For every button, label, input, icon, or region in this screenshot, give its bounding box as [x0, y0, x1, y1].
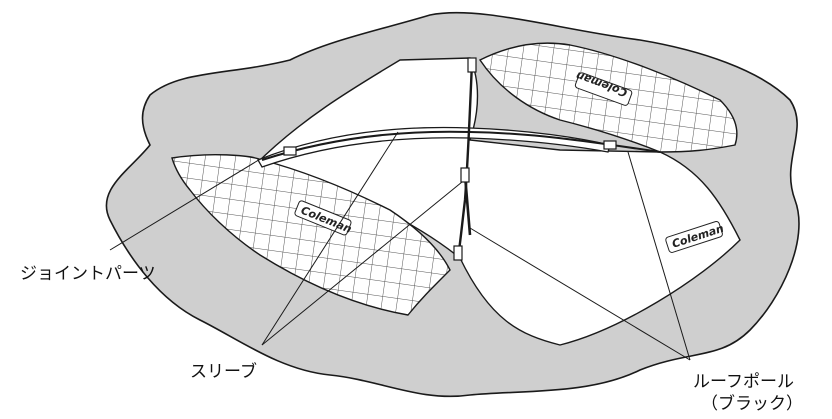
label-roof-pole: ルーフポール	[693, 372, 794, 392]
leader-sleeve-1	[261, 131, 399, 346]
leader-joint-parts	[109, 157, 263, 251]
joint-part-bottom	[453, 245, 463, 261]
sleeve	[257, 126, 611, 168]
label-roof-pole-color: （ブラック）	[701, 394, 803, 414]
joint-part-top	[467, 57, 477, 73]
leader-roof-pole-1	[627, 151, 691, 361]
leader-roof-pole-2	[469, 227, 691, 361]
label-sleeve: スリーブ	[190, 362, 257, 382]
brand-logo-right-top	[574, 72, 633, 106]
label-joint-parts: ジョイントパーツ	[20, 264, 156, 284]
joint-part-right	[603, 140, 617, 150]
roof-pole-diagonal	[463, 174, 472, 236]
joint-part-middle	[460, 167, 470, 183]
joint-part-left	[283, 146, 297, 156]
roof-opening	[253, 57, 741, 346]
leader-sleeve-2	[261, 181, 463, 346]
